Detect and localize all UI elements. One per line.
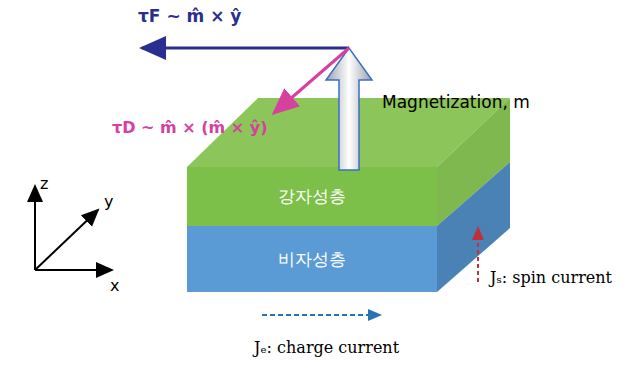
charge-current-arrow (262, 314, 380, 316)
axis-label: z (40, 174, 48, 193)
torque-label: τF ~ m̂ × ŷ (138, 6, 241, 26)
axis-label: x (110, 276, 119, 295)
axis (35, 210, 98, 270)
torque-label: τD ~ m̂ × (m̂ × ŷ) (112, 118, 268, 137)
spin-current-arrow (477, 228, 479, 282)
ferromagnet-layer: 강자성층 (187, 167, 437, 226)
magnetization-label: Magnetization, m (382, 92, 530, 112)
field-like-torque-arrow (142, 47, 349, 50)
current-label: Jₛ: spin current (490, 268, 612, 287)
layer-label: 비자성층 (278, 248, 346, 271)
axis (35, 269, 112, 271)
current-label: Jₑ: charge current (254, 338, 399, 357)
layer-label: 강자성층 (278, 185, 346, 208)
magnetization-arrow (326, 48, 372, 170)
nonmagnet-layer: 비자성층 (187, 226, 437, 292)
axis-label: y (104, 192, 113, 211)
axis (34, 186, 36, 270)
damping-like-torque-arrow (274, 48, 349, 113)
